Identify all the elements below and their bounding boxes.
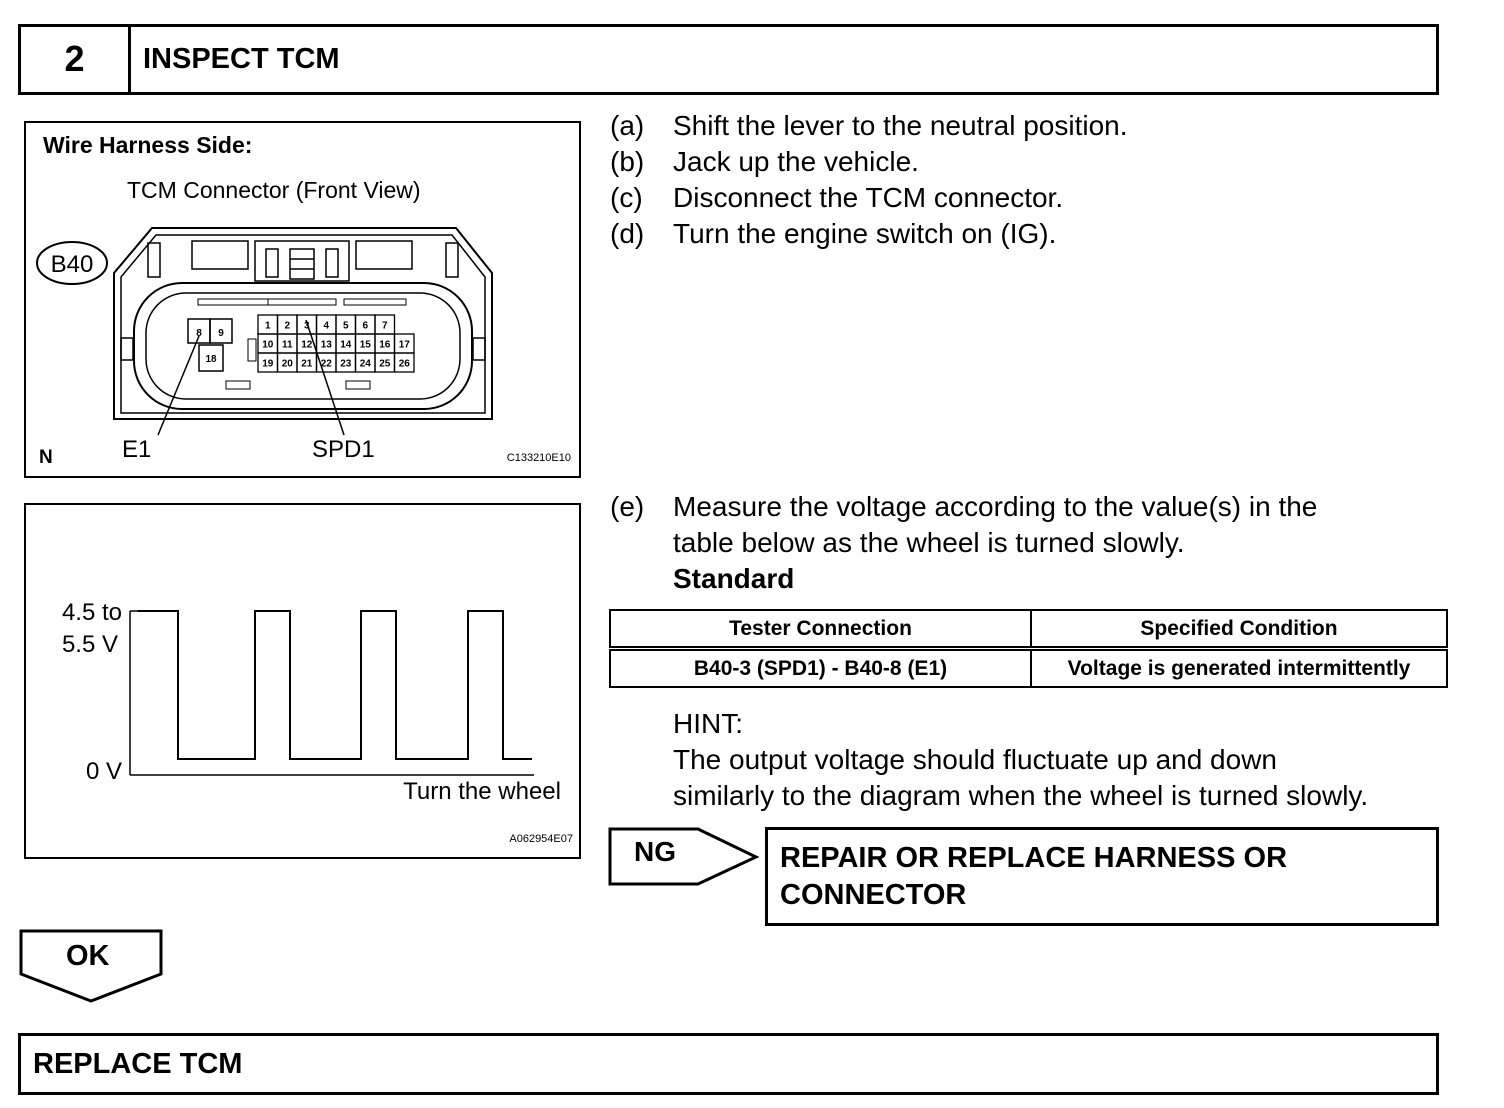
- pin-label: 7: [382, 321, 388, 332]
- step-text: Jack up the vehicle.: [673, 146, 919, 177]
- step-text: Disconnect the TCM connector.: [673, 182, 1064, 213]
- connector-figure: Wire Harness Side: TCM Connector (Front …: [24, 121, 581, 478]
- final-step-box: REPLACE TCM: [18, 1033, 1439, 1095]
- step-number: 2: [21, 27, 131, 92]
- table-header-row: Tester Connection Specified Condition: [609, 609, 1448, 651]
- ok-arrow: [19, 929, 163, 1003]
- spec-table: Tester Connection Specified Condition B4…: [609, 609, 1448, 688]
- pin-label: 21: [301, 359, 313, 370]
- table-header: Tester Connection: [609, 609, 1032, 651]
- low-level-label: 0 V: [86, 758, 122, 785]
- standard-label: Standard: [673, 563, 795, 594]
- connector-title: TCM Connector (Front View): [127, 177, 421, 203]
- figure-code: C133210E10: [507, 452, 571, 464]
- table-row: B40-3 (SPD1) - B40-8 (E1) Voltage is gen…: [609, 647, 1448, 688]
- spd1-callout-line: [305, 319, 345, 436]
- ng-result-line1: REPAIR OR REPLACE HARNESS OR: [780, 842, 1288, 874]
- ok-label: OK: [66, 940, 110, 972]
- hint-title: HINT:: [673, 708, 743, 739]
- pin-label: 26: [399, 359, 411, 370]
- step-letter: (c): [610, 182, 643, 213]
- step-header: 2 INSPECT TCM: [18, 24, 1439, 95]
- pin-label: 16: [379, 340, 391, 351]
- final-step-text: REPLACE TCM: [33, 1048, 243, 1080]
- step-letter: (a): [610, 110, 645, 141]
- e1-callout-line: [157, 335, 200, 436]
- pin-label: 11: [282, 340, 293, 351]
- ng-label: NG: [634, 836, 676, 867]
- pin-label: 14: [340, 340, 352, 351]
- pin-label: 13: [321, 340, 333, 351]
- pin-cell: [393, 352, 415, 373]
- hint-line2: similarly to the diagram when the wheel …: [673, 780, 1369, 811]
- pin-18: [198, 344, 224, 372]
- pin-label: 24: [360, 359, 372, 370]
- table-cell: Voltage is generated intermittently: [1030, 647, 1448, 688]
- pin-label: 19: [262, 359, 274, 370]
- pin-label: 5: [343, 321, 349, 332]
- pin-label: 20: [282, 359, 294, 370]
- pin-label: 25: [379, 359, 391, 370]
- connector-outline: [113, 227, 493, 420]
- high-level-label-2: 5.5 V: [62, 631, 118, 658]
- connector-id-label: B40: [51, 251, 94, 278]
- step-title: INSPECT TCM: [143, 43, 340, 75]
- pin-label: 8: [196, 328, 202, 339]
- step-text: Turn the engine switch on (IG).: [673, 218, 1057, 249]
- x-axis-label: Turn the wheel: [403, 778, 561, 805]
- pin-label: 15: [360, 340, 372, 351]
- pin-label: 22: [321, 359, 333, 370]
- spd1-label: SPD1: [312, 436, 375, 463]
- step-text: Shift the lever to the neutral position.: [673, 110, 1128, 141]
- hint-line1: The output voltage should fluctuate up a…: [673, 744, 1277, 775]
- pin-label: 2: [284, 321, 290, 332]
- waveform-figure: 4.5 to 5.5 V 0 V Turn the wheel A062954E…: [24, 503, 581, 859]
- ng-result-line2: CONNECTOR: [780, 879, 967, 911]
- ng-arrow: [608, 827, 760, 886]
- step-letter: (d): [610, 218, 645, 249]
- pin-label: 4: [323, 321, 329, 332]
- table-cell: B40-3 (SPD1) - B40-8 (E1): [609, 647, 1032, 688]
- pin-label: 9: [218, 328, 224, 339]
- pulse-waveform: [138, 610, 532, 760]
- connector-diagram: Wire Harness Side: TCM Connector (Front …: [36, 132, 571, 468]
- orientation-mark: N: [39, 447, 53, 468]
- pin-label: 18: [205, 354, 217, 365]
- pin-label: 17: [399, 340, 411, 351]
- step-letter: (b): [610, 146, 645, 177]
- wire-harness-side-label: Wire Harness Side:: [43, 132, 252, 158]
- connector-id-ellipse: [36, 241, 108, 285]
- high-level-label-1: 4.5 to: [62, 599, 122, 626]
- step-letter: (e): [610, 491, 645, 522]
- ng-result-box: REPAIR OR REPLACE HARNESS OR CONNECTOR: [765, 827, 1439, 926]
- ng-result-text: REPAIR OR REPLACE HARNESS OR CONNECTOR: [780, 840, 1287, 914]
- step-text: Measure the voltage according to the val…: [673, 491, 1318, 522]
- pin-9: [209, 318, 233, 344]
- pin-label: 10: [262, 340, 274, 351]
- pin-label: 6: [362, 321, 368, 332]
- waveform-diagram: 4.5 to 5.5 V 0 V Turn the wheel A062954E…: [62, 599, 573, 845]
- pin-label: 23: [340, 359, 352, 370]
- pin-label: 3: [304, 321, 310, 332]
- figure-code: A062954E07: [509, 833, 573, 845]
- e1-label: E1: [122, 436, 151, 463]
- pin-label: 12: [301, 340, 313, 351]
- table-header: Specified Condition: [1030, 609, 1448, 651]
- step-e-line2: table below as the wheel is turned slowl…: [673, 527, 1185, 558]
- pin-label: 1: [265, 321, 271, 332]
